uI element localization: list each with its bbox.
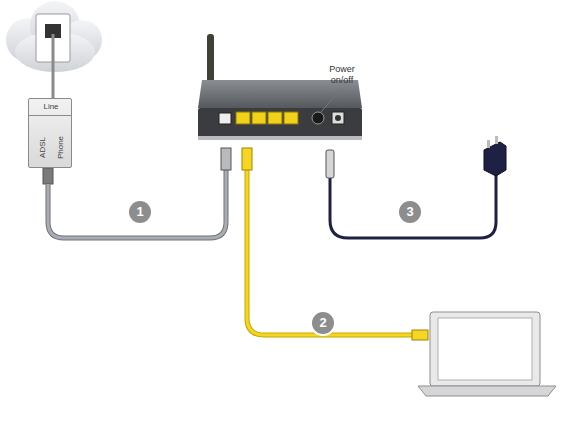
splitter-text: Line xyxy=(29,102,73,111)
leader-line xyxy=(321,90,340,112)
dsl-cable xyxy=(48,170,226,238)
laptop-base xyxy=(418,386,556,396)
splitter-box: LineADSL Phone xyxy=(28,98,72,168)
power-jack xyxy=(332,112,344,124)
callout-number: 1 xyxy=(128,200,152,224)
adapter-prong xyxy=(487,140,490,148)
lan-port xyxy=(236,112,250,124)
callout-number: 3 xyxy=(398,200,422,224)
adapter-prong xyxy=(495,136,498,144)
power-button xyxy=(312,112,324,124)
callout-circle xyxy=(311,311,335,335)
power-cable xyxy=(330,174,496,238)
lan-port xyxy=(284,112,298,124)
callout-circle xyxy=(128,200,152,224)
router-base xyxy=(198,136,362,140)
ethernet-plug xyxy=(412,330,428,340)
lan-port xyxy=(268,112,282,124)
phone-port xyxy=(219,113,231,124)
phone-cord xyxy=(52,34,55,98)
laptop-screen xyxy=(430,312,540,386)
splitter-text: ADSL xyxy=(38,131,47,165)
splitter-divider xyxy=(29,115,71,116)
splitter-plug xyxy=(43,168,53,184)
router-front xyxy=(198,108,362,138)
splitter-text: Phone xyxy=(56,131,65,165)
power-plug xyxy=(326,150,334,178)
dsl-plug xyxy=(221,148,231,170)
lan-port xyxy=(252,112,266,124)
ethernet-plug xyxy=(242,148,252,170)
callout-circle xyxy=(398,200,422,224)
callout-number: 2 xyxy=(311,311,335,335)
part-label: Power on/off xyxy=(322,64,362,90)
laptop-display xyxy=(438,318,532,380)
power-jack-hole xyxy=(335,115,341,121)
dsl-cable xyxy=(48,170,226,238)
